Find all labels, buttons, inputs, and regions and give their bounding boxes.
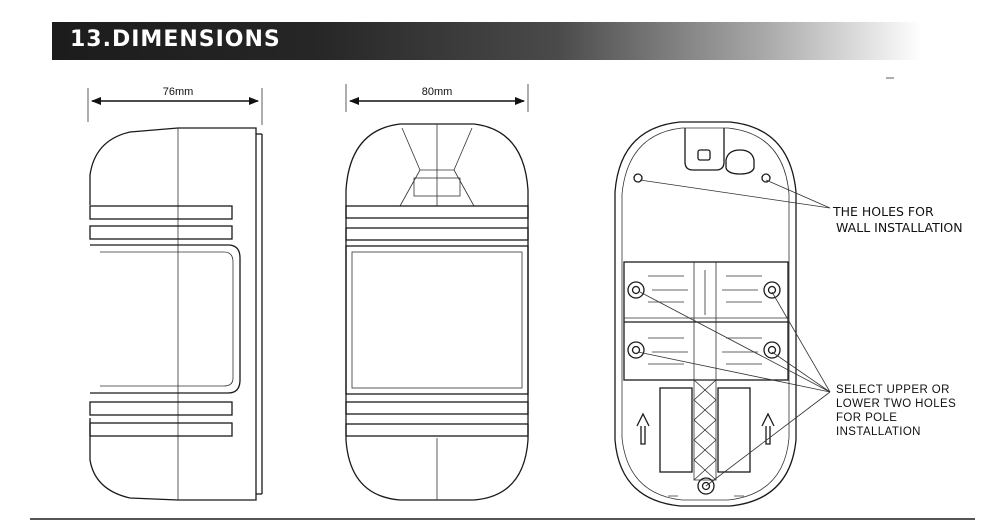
callout-wall-line1: THE HOLES FOR xyxy=(832,204,934,219)
section-title: 13.DIMENSIONS xyxy=(70,27,281,52)
callout-pole-line3: FOR POLE xyxy=(836,412,897,424)
callout-pole-line1: SELECT UPPER OR xyxy=(836,384,950,396)
bottom-rule xyxy=(30,518,975,520)
front-view: 80mm xyxy=(345,84,529,501)
arrow-up-icon xyxy=(636,412,650,445)
callout-pole-line2: LOWER TWO HOLES xyxy=(836,398,956,410)
front-width-label: 80mm xyxy=(422,86,453,98)
callout-wall-line2: WALL INSTALLATION xyxy=(836,220,963,235)
header-bar xyxy=(52,22,922,60)
back-view xyxy=(614,77,894,507)
side-width-label: 76mm xyxy=(163,86,194,98)
callout-leaders xyxy=(637,179,831,487)
arrow-up-icon xyxy=(761,412,775,445)
callout-pole-line4: INSTALLATION xyxy=(836,426,921,438)
side-view: 76mm xyxy=(87,86,263,501)
